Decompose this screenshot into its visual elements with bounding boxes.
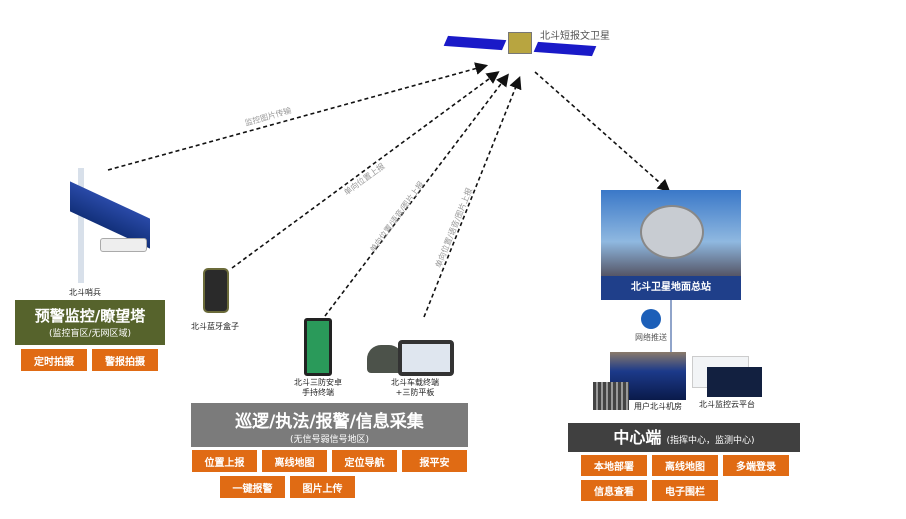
report-safe-button[interactable]: 报平安 bbox=[401, 449, 468, 473]
navigation-button[interactable]: 定位导航 bbox=[331, 449, 398, 473]
network-icon bbox=[641, 309, 661, 329]
tablet-icon bbox=[398, 340, 454, 376]
tower-pole-icon bbox=[78, 168, 84, 283]
section-subtitle: (无信号弱信号地区) bbox=[289, 435, 370, 445]
tower-label: 北斗哨兵 bbox=[69, 288, 101, 297]
vehicle-label: 北斗车载终端+三防平板 bbox=[391, 378, 439, 397]
geofence-button[interactable]: 电子围栏 bbox=[651, 479, 719, 502]
timed-capture-button[interactable]: 定时拍摄 bbox=[20, 348, 88, 372]
cloud-dashboard-image bbox=[707, 367, 762, 397]
link-tower bbox=[107, 62, 489, 171]
server-icon bbox=[593, 382, 629, 410]
patrol-header: 巡逻/执法/报警/信息采集 (无信号弱信号地区) bbox=[191, 403, 468, 447]
satellite-label: 北斗短报文卫星 bbox=[540, 31, 610, 42]
info-view-button[interactable]: 信息查看 bbox=[580, 479, 648, 502]
location-report-button[interactable]: 位置上报 bbox=[191, 449, 258, 473]
alarm-capture-button[interactable]: 警报拍摄 bbox=[91, 348, 159, 372]
network-label: 网络推送 bbox=[635, 333, 667, 342]
section-title: 预警监控/瞭望塔 bbox=[34, 307, 146, 325]
handheld-label: 北斗三防安卓手持终端 bbox=[294, 378, 342, 397]
offline-map-button[interactable]: 离线地图 bbox=[261, 449, 328, 473]
section-title: 中心端 bbox=[613, 428, 662, 447]
section-subtitle: (指挥中心，监测中心) bbox=[666, 436, 755, 446]
offline-map-button[interactable]: 离线地图 bbox=[651, 454, 719, 477]
ground-station-label: 北斗卫星地面总站 bbox=[601, 276, 741, 300]
section-subtitle: (监控盲区/无网区域) bbox=[48, 329, 132, 339]
sos-button[interactable]: 一键报警 bbox=[219, 475, 286, 499]
cloud-label: 北斗监控云平台 bbox=[699, 400, 755, 409]
room-label: 用户北斗机房 bbox=[634, 402, 682, 411]
link-btbox bbox=[231, 71, 500, 269]
link-vehicle bbox=[423, 76, 522, 318]
camera-icon bbox=[100, 238, 147, 252]
satellite-icon bbox=[508, 32, 532, 54]
multi-login-button[interactable]: 多端登录 bbox=[722, 454, 790, 477]
photo-upload-button[interactable]: 图片上传 bbox=[289, 475, 356, 499]
center-header: 中心端 (指挥中心，监测中心) bbox=[568, 423, 800, 452]
warning-monitor-header: 预警监控/瞭望塔 (监控盲区/无网区域) bbox=[15, 300, 165, 345]
bluetooth-box-icon bbox=[203, 268, 229, 313]
satellite-dish-icon bbox=[640, 205, 704, 259]
link-handheld bbox=[324, 73, 509, 317]
handheld-terminal-icon bbox=[304, 318, 332, 376]
section-title: 巡逻/执法/报警/信息采集 bbox=[235, 412, 424, 432]
local-deploy-button[interactable]: 本地部署 bbox=[580, 454, 648, 477]
helmet-icon bbox=[367, 345, 403, 373]
link-station bbox=[534, 71, 671, 193]
bt-box-label: 北斗蓝牙盒子 bbox=[191, 322, 239, 331]
